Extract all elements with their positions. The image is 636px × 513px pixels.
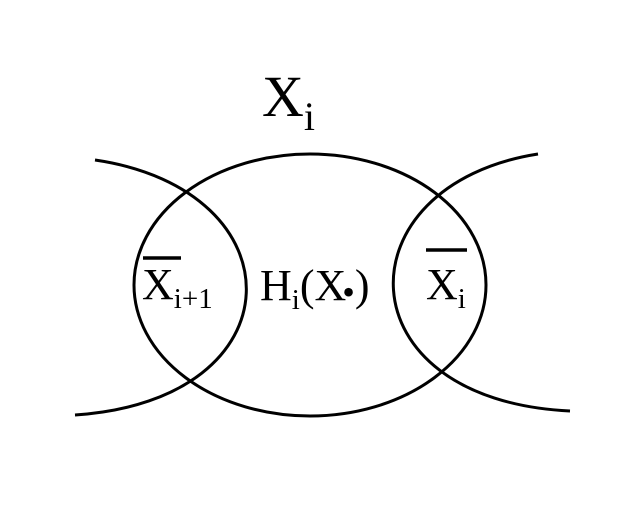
center-region-label: Hi(X•) bbox=[260, 261, 370, 316]
right-region-base: X bbox=[426, 260, 458, 309]
center-region-dot: • bbox=[342, 272, 355, 312]
center-region-subscript: i bbox=[292, 284, 300, 316]
right-region-label: Xi bbox=[426, 260, 466, 315]
left-outer-arc bbox=[74, 158, 248, 417]
center-region-open: (X bbox=[300, 261, 346, 310]
center-region-close: ) bbox=[355, 261, 370, 310]
right-region-subscript: i bbox=[458, 283, 466, 315]
title-subscript: i bbox=[304, 94, 315, 139]
left-region-label: Xi+1 bbox=[142, 260, 213, 315]
title-label: Xi bbox=[262, 64, 315, 139]
right-outer-arc bbox=[392, 152, 571, 413]
left-region-base: X bbox=[142, 260, 174, 309]
main-ellipse bbox=[132, 152, 488, 418]
left-region-subscript: i+1 bbox=[174, 283, 213, 315]
center-region-base: H bbox=[260, 261, 292, 310]
title-base: X bbox=[262, 64, 304, 129]
